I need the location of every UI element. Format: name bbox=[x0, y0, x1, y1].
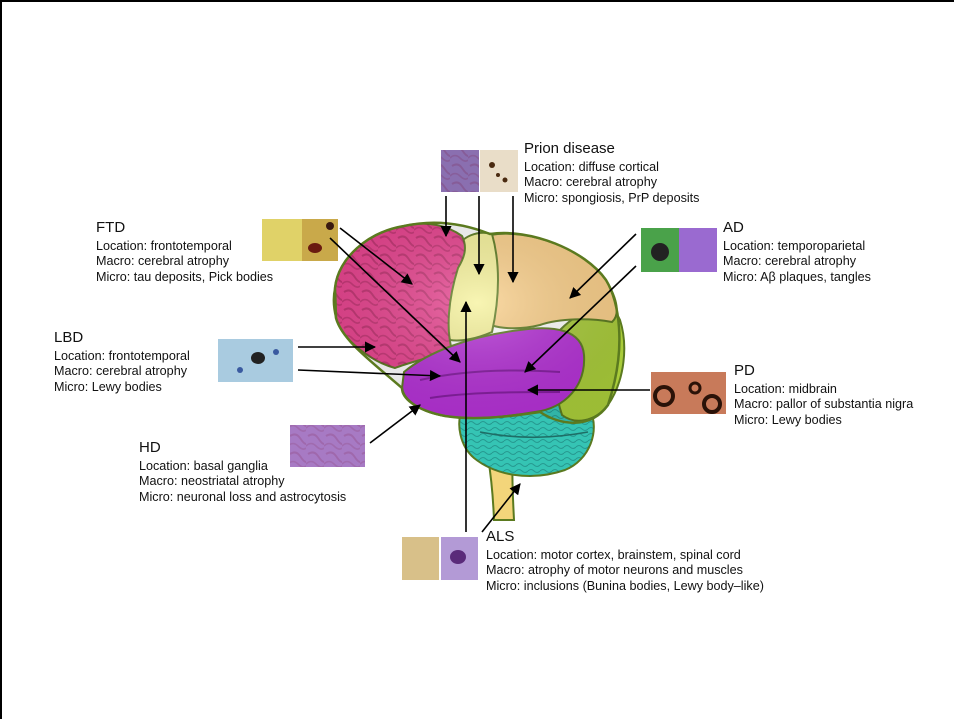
arrow-hd bbox=[369, 404, 421, 444]
brain-shading bbox=[333, 221, 621, 424]
pd-title: PD bbox=[734, 362, 755, 379]
ftd-micrograph-1 bbox=[262, 219, 302, 261]
label-prion: Prion disease Location: diffuse cortical… bbox=[524, 139, 699, 206]
lewy-body bbox=[251, 352, 265, 364]
label-als: ALS Location: motor cortex, brainstem, s… bbox=[486, 527, 764, 594]
ftd-location: Location: frontotemporal bbox=[96, 239, 232, 253]
lbd-micro: Micro: Lewy bodies bbox=[54, 379, 162, 394]
hd-micrograph-texture bbox=[290, 425, 365, 467]
pd-lewy-body-3 bbox=[688, 381, 702, 395]
lbd-location: Location: frontotemporal bbox=[54, 349, 190, 363]
hd-macro: Macro: neostriatal atrophy bbox=[139, 474, 285, 489]
prion-macro: Macro: cerebral atrophy bbox=[524, 175, 657, 190]
cerebellum-fissure bbox=[479, 431, 589, 439]
prion-micro: Micro: spongiosis, PrP deposits bbox=[524, 190, 700, 205]
prp-deposit-2 bbox=[502, 177, 508, 183]
hd-title: HD bbox=[139, 439, 161, 456]
arrow-ftd-2 bbox=[329, 237, 461, 363]
arrow-ftd-1 bbox=[339, 227, 413, 285]
ad-location: Location: temporoparietal bbox=[723, 239, 866, 253]
label-lbd: LBD Location: frontotemporal Macro: cere… bbox=[54, 328, 190, 395]
pd-micrograph bbox=[651, 372, 726, 414]
amyloid-plaque bbox=[651, 243, 669, 261]
prion-micrographs bbox=[441, 150, 518, 192]
pd-macro: Macro: pallor of substantia nigra bbox=[734, 397, 914, 412]
als-location: Location: motor cortex, brainstem, spina… bbox=[486, 548, 741, 562]
pd-location: Location: midbrain bbox=[734, 382, 837, 396]
ftd-micro: Micro: tau deposits, Pick bodies bbox=[96, 269, 274, 284]
pd-micrograph-bg bbox=[651, 372, 726, 414]
arrows bbox=[297, 196, 650, 533]
label-pd: PD Location: midbrain Macro: pallor of s… bbox=[734, 361, 913, 428]
lbd-nucleus-2 bbox=[237, 367, 243, 373]
als-title: ALS bbox=[486, 528, 515, 545]
lbd-micrograph bbox=[218, 339, 293, 382]
als-micrographs bbox=[402, 537, 478, 580]
arrow-als-2 bbox=[481, 483, 521, 533]
label-ftd: FTD Location: frontotemporal Macro: cere… bbox=[96, 218, 273, 285]
prion-title: Prion disease bbox=[524, 140, 615, 157]
arrow-lbd-2 bbox=[297, 369, 442, 382]
prion-location: Location: diffuse cortical bbox=[524, 160, 659, 174]
label-hd: HD Location: basal ganglia Macro: neostr… bbox=[139, 438, 346, 505]
bunina-body bbox=[450, 550, 466, 564]
label-ad: AD Location: temporoparietal Macro: cere… bbox=[723, 218, 871, 285]
arrow-ad-2 bbox=[524, 265, 637, 373]
hd-micro: Micro: neuronal loss and astrocytosis bbox=[139, 489, 347, 504]
tau-deposit bbox=[326, 222, 334, 230]
als-micrograph-1 bbox=[402, 537, 439, 580]
als-macro: Macro: atrophy of motor neurons and musc… bbox=[486, 563, 743, 578]
prion-micrograph-spongiosis-texture bbox=[441, 150, 479, 192]
pick-body bbox=[308, 243, 322, 253]
ftd-micrographs bbox=[262, 219, 338, 261]
lbd-nucleus-1 bbox=[273, 349, 279, 355]
ftd-macro: Macro: cerebral atrophy bbox=[96, 254, 229, 269]
prion-micrograph-prp bbox=[480, 150, 518, 192]
pd-lewy-body-2 bbox=[702, 394, 722, 414]
prp-deposit-1 bbox=[489, 162, 495, 168]
arrow-ad-1 bbox=[569, 233, 637, 299]
ftd-title: FTD bbox=[96, 219, 126, 236]
als-micro: Micro: inclusions (Bunina bodies, Lewy b… bbox=[486, 578, 764, 593]
ad-micro: Micro: Aβ plaques, tangles bbox=[723, 269, 871, 284]
ad-macro: Macro: cerebral atrophy bbox=[723, 254, 856, 269]
ad-micrographs bbox=[641, 228, 717, 272]
pd-micro: Micro: Lewy bodies bbox=[734, 412, 842, 427]
prp-deposit-3 bbox=[496, 173, 500, 177]
lbd-macro: Macro: cerebral atrophy bbox=[54, 364, 187, 379]
ad-micrograph-tangle bbox=[679, 228, 717, 272]
lbd-title: LBD bbox=[54, 329, 84, 346]
ad-title: AD bbox=[723, 219, 744, 236]
pd-lewy-body-1 bbox=[653, 385, 675, 407]
hd-micrograph bbox=[290, 425, 365, 467]
hd-location: Location: basal ganglia bbox=[139, 459, 268, 473]
